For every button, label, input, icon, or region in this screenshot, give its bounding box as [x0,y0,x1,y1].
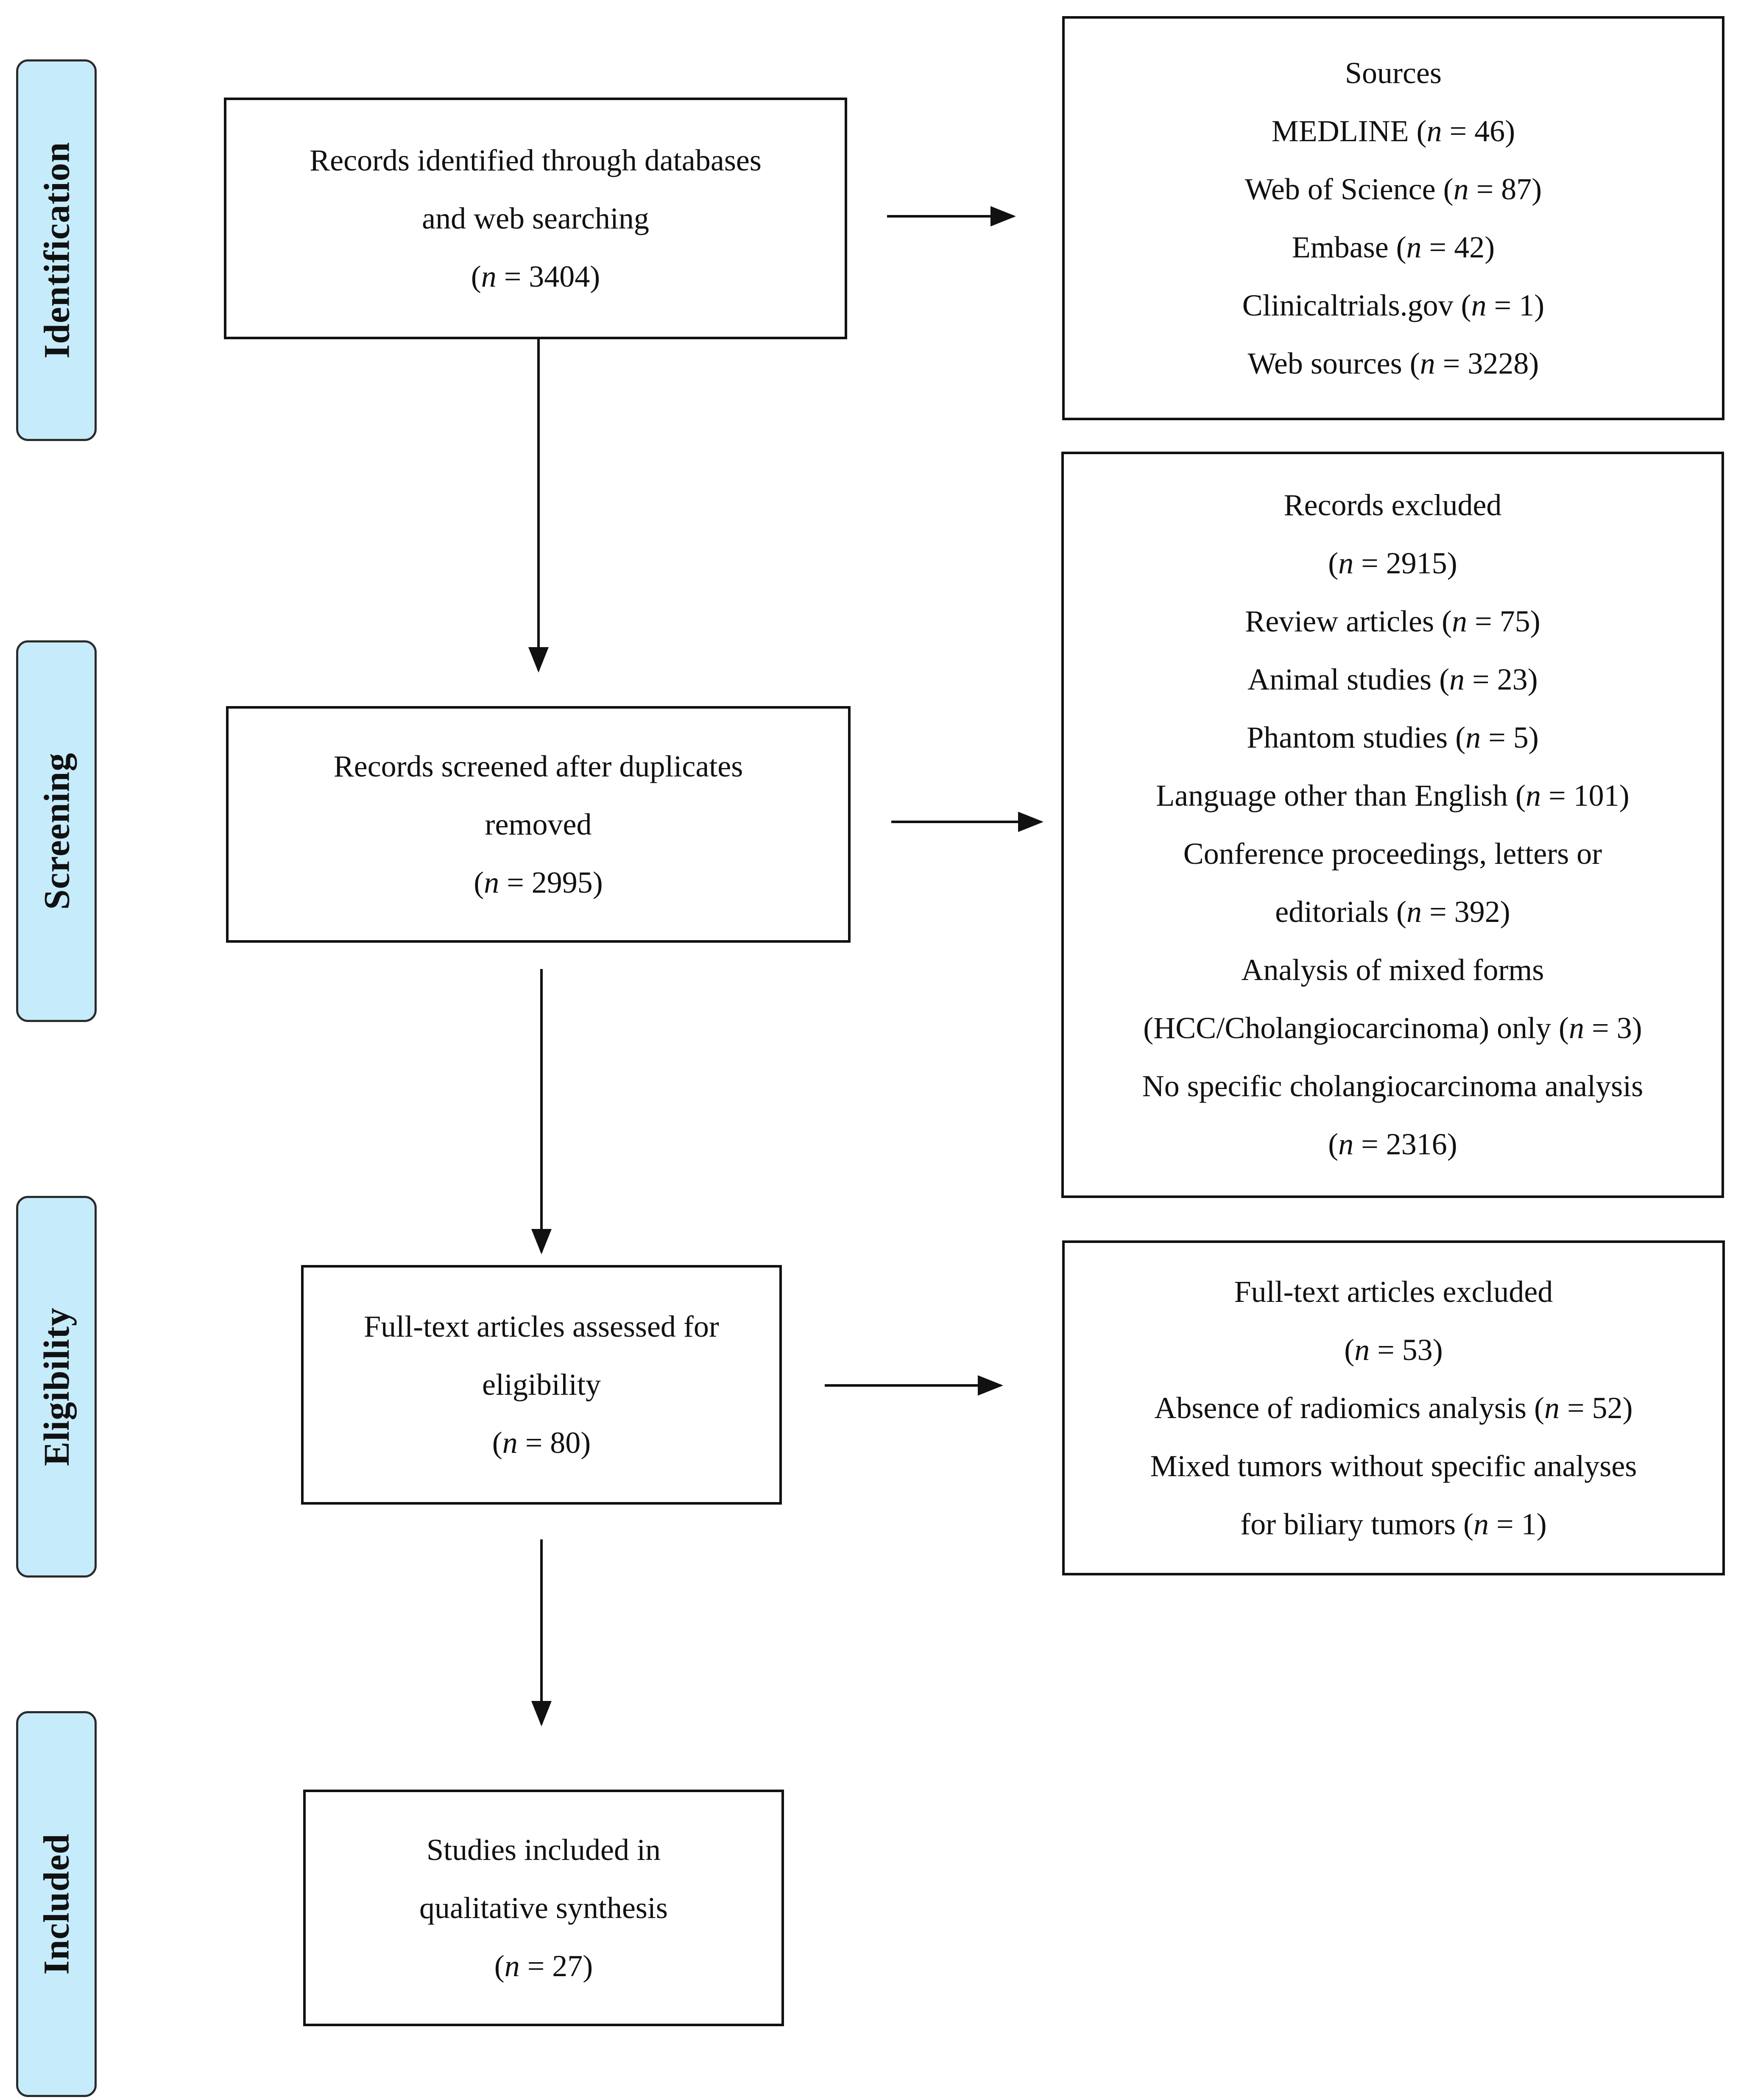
sources-box: Sources MEDLINE (n = 46) Web of Science … [1062,16,1724,420]
studies-included-box: Studies included in qualitative synthesi… [303,1790,784,2026]
phase-screening: Screening [16,640,97,1022]
source-item: Embase (n = 42) [1292,230,1495,264]
exclusion-item: Phantom studies (n = 5) [1247,720,1539,754]
records-excluded-box: Records excluded (n = 2915) Review artic… [1061,452,1724,1198]
box-title: Sources [1345,56,1442,90]
count-label: (n = 2915) [1328,546,1457,580]
fulltext-excluded-box: Full-text articles excluded (n = 53) Abs… [1062,1240,1725,1575]
box-text-line: eligibility [482,1368,601,1402]
box-text-line: Records identified through databases [310,143,762,177]
count-label: (n = 2316) [1328,1127,1457,1161]
phase-eligibility: Eligibility [16,1196,97,1578]
phase-identification: Identification [16,59,97,441]
exclusion-item: (HCC/Cholangiocarcinoma) only (n = 3) [1143,1011,1642,1045]
exclusion-item: Animal studies (n = 23) [1247,662,1538,696]
fulltext-assessed-box: Full-text articles assessed for eligibil… [301,1265,782,1505]
exclusion-item: Analysis of mixed forms [1241,953,1544,987]
count-label: (n = 80) [492,1426,591,1460]
source-item: Web of Science (n = 87) [1244,172,1542,206]
records-identified-box: Records identified through databases and… [224,98,847,339]
box-text-line: removed [485,807,592,841]
count-label: (n = 53) [1344,1332,1443,1367]
box-text-line: and web searching [422,201,649,235]
exclusion-item: Review articles (n = 75) [1245,604,1540,638]
count-label: (n = 3404) [471,259,600,293]
box-text-line: Full-text articles assessed for [364,1310,719,1343]
source-item: MEDLINE (n = 46) [1271,114,1515,148]
exclusion-item: Mixed tumors without specific analyses [1150,1449,1637,1483]
exclusion-item: Language other than English (n = 101) [1156,779,1629,813]
source-item: Clinicaltrials.gov (n = 1) [1242,288,1545,322]
box-title: Full-text articles excluded [1234,1274,1553,1309]
count-label: (n = 27) [494,1949,593,1983]
box-text-line: Studies included in [427,1832,661,1867]
exclusion-item: for biliary tumors (n = 1) [1240,1507,1547,1541]
box-text-line: qualitative synthesis [419,1891,668,1925]
source-item: Web sources (n = 3228) [1247,346,1539,380]
exclusion-item: editorials (n = 392) [1275,895,1510,929]
exclusion-item: No specific cholangiocarcinoma analysis [1142,1069,1643,1103]
exclusion-item: Absence of radiomics analysis (n = 52) [1154,1391,1633,1425]
box-title: Records excluded [1283,488,1502,522]
count-label: (n = 2995) [474,865,603,899]
phase-included: Included [16,1711,97,2097]
exclusion-item: Conference proceedings, letters or [1183,837,1602,871]
records-screened-box: Records screened after duplicates remove… [226,706,851,943]
box-text-line: Records screened after duplicates [333,749,743,783]
